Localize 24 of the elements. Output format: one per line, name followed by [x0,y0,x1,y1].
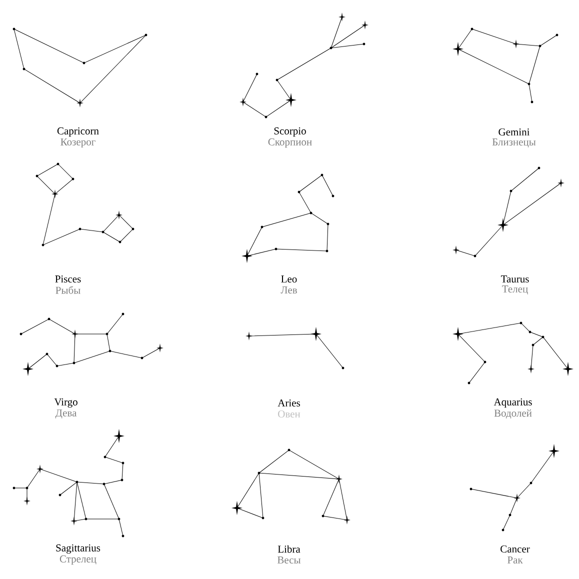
translated-name: Весы [277,556,301,564]
constellation-name: Aries [278,399,300,407]
translated-name: Лев [280,286,297,294]
translated-name: Козерог [60,138,96,148]
constellation-name: Aquarius [494,398,532,408]
constellation-name: Sagittarius [56,544,100,554]
translated-name: Рыбы [56,286,80,294]
constellation-name: Virgo [54,398,78,408]
translated-name: Близнецы [492,138,536,148]
translated-name: Дева [55,409,77,419]
constellation-name: Taurus [500,276,529,282]
translated-name: Стрелец [60,555,96,565]
translated-name: Водолей [494,409,532,419]
constellation-name: Pisces [55,275,81,283]
translated-name: Телец [502,286,528,294]
constellation-name: Gemini [498,128,530,136]
translated-name: Овен [278,410,300,418]
constellation-name: Cancer [500,545,530,553]
translated-name: Рак [508,556,523,564]
translated-name: Скорпион [268,138,312,148]
constellation-name: Capricorn [57,127,99,137]
constellation-name: Leo [281,276,297,282]
constellation-name: Libra [278,545,300,553]
constellation-name: Scorpio [274,127,306,137]
